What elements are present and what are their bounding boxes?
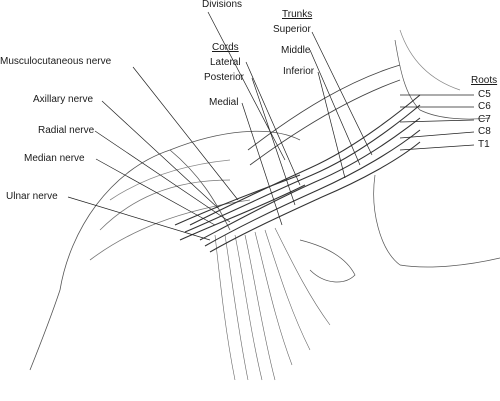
leader-divisions — [207, 11, 286, 161]
label-root-t1: T1 — [478, 139, 490, 150]
leader-cord-posterior — [251, 77, 296, 206]
leader-ulnar — [67, 196, 211, 241]
pectoral-shading — [214, 227, 331, 381]
label-median-nerve: Median nerve — [24, 153, 85, 164]
label-cord-posterior: Posterior — [204, 72, 245, 83]
leader-trunk-inferior — [317, 71, 346, 179]
leader-median — [95, 158, 216, 226]
label-root-c5: C5 — [478, 89, 491, 100]
label-cord-medial: Medial — [209, 97, 239, 108]
header-trunks: Trunks — [282, 9, 313, 20]
label-trunk-superior: Superior — [273, 24, 311, 35]
leader-cord-lateral — [245, 61, 301, 186]
leader-musculocutaneous — [132, 66, 239, 201]
leader-lines — [67, 11, 475, 241]
neck-outline — [299, 29, 500, 283]
leader-trunk-middle — [309, 49, 361, 166]
leader-c7 — [399, 119, 475, 123]
shoulder-outline — [29, 130, 301, 371]
header-cords: Cords — [212, 42, 239, 53]
label-divisions: Divisions — [202, 0, 243, 10]
label-trunk-inferior: Inferior — [283, 66, 315, 77]
leader-t1 — [399, 144, 475, 151]
label-ulnar-nerve: Ulnar nerve — [6, 191, 58, 202]
leader-trunk-superior — [311, 31, 373, 156]
label-musculocutaneous-nerve: Musculocutaneous nerve — [0, 56, 112, 67]
header-roots: Roots — [471, 75, 498, 86]
label-radial-nerve: Radial nerve — [38, 125, 95, 136]
clavicle-outline — [247, 64, 401, 166]
leader-cord-medial — [241, 102, 283, 226]
label-cord-lateral: Lateral — [210, 57, 241, 68]
label-axillary-nerve: Axillary nerve — [33, 94, 94, 105]
leader-radial — [94, 130, 231, 223]
label-root-c7: C7 — [478, 114, 491, 125]
label-trunk-middle: Middle — [281, 45, 311, 56]
label-root-c8: C8 — [478, 126, 491, 137]
leader-axillary — [101, 100, 219, 209]
plexus-nerves — [174, 94, 421, 253]
label-root-c6: C6 — [478, 101, 491, 112]
leader-c8 — [399, 131, 475, 139]
